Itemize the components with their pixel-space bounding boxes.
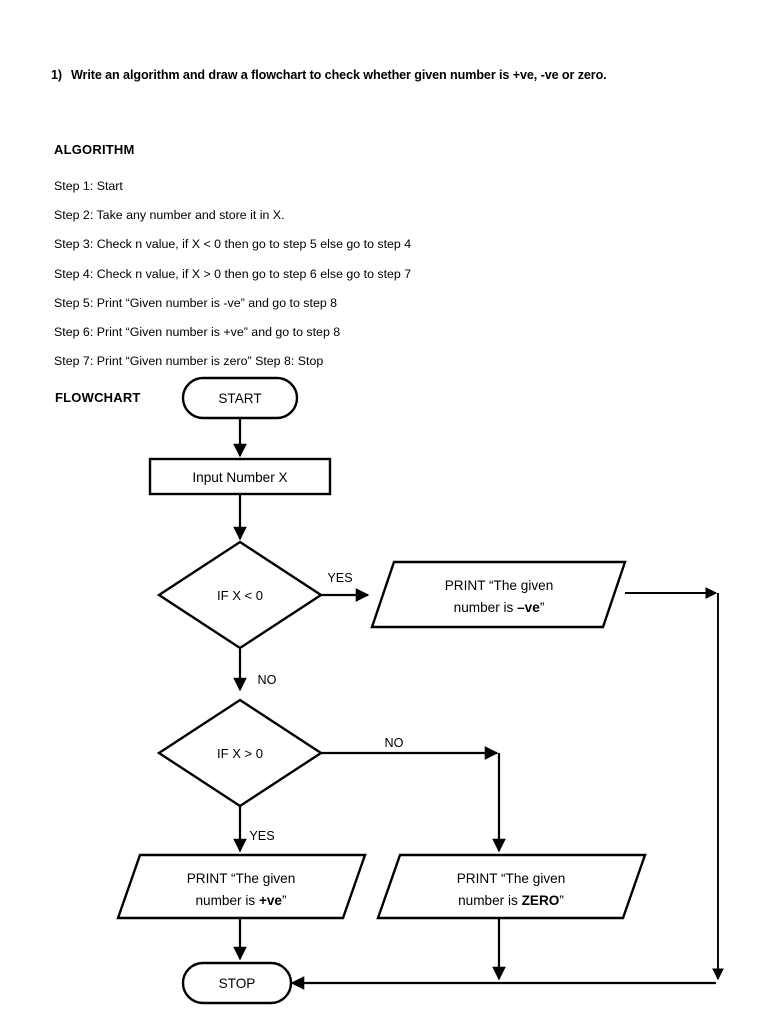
edge-label-no-gt: NO <box>385 736 404 750</box>
node-start-label: START <box>218 391 261 406</box>
edge-label-no-lt: NO <box>258 673 277 687</box>
edge-label-yes-lt: YES <box>327 571 352 585</box>
node-decision-lt-label: IF X < 0 <box>217 588 263 603</box>
algorithm-heading: ALGORITHM <box>54 142 135 157</box>
node-print-positive-line1: PRINT “The given <box>187 871 296 886</box>
edge-label-yes-gt: YES <box>249 829 274 843</box>
node-decision-x-less-than-zero <box>156 540 324 650</box>
node-input-label: Input Number X <box>192 470 287 485</box>
node-decision-x-greater-than-zero <box>156 698 324 808</box>
print-zero-prefix: number is <box>458 893 521 908</box>
node-stop-label: STOP <box>219 976 256 991</box>
algorithm-step: Step 3: Check n value, if X < 0 then go … <box>54 237 412 252</box>
node-print-positive <box>116 853 367 920</box>
print-negative-emphasis: –ve <box>517 600 540 615</box>
node-print-negative <box>370 560 627 629</box>
print-negative-prefix: number is <box>454 600 517 615</box>
node-stop <box>181 961 293 1005</box>
print-zero-suffix: ” <box>559 893 564 908</box>
algorithm-step: Step 6: Print “Given number is +ve” and … <box>54 325 341 340</box>
algorithm-steps-list: Step 1: Start Step 2: Take any number an… <box>54 172 674 376</box>
question-text: Write an algorithm and draw a flowchart … <box>71 68 607 82</box>
node-print-zero-line2: number is ZERO” <box>458 893 564 908</box>
algorithm-step: Step 2: Take any number and store it in … <box>54 208 285 223</box>
node-print-zero-line1: PRINT “The given <box>457 871 566 886</box>
print-positive-suffix: ” <box>282 893 287 908</box>
node-input <box>148 457 332 496</box>
print-negative-suffix: ” <box>540 600 545 615</box>
algorithm-step: Step 1: Start <box>54 179 123 193</box>
algorithm-step: Step 7: Print “Given number is zero” Ste… <box>54 354 324 369</box>
print-positive-emphasis: +ve <box>259 893 282 908</box>
print-zero-emphasis: ZERO <box>522 893 560 908</box>
node-start <box>181 376 299 420</box>
question-block: 1) Write an algorithm and draw a flowcha… <box>51 66 711 86</box>
node-print-negative-line1: PRINT “The given <box>445 578 554 593</box>
node-print-negative-line2: number is –ve” <box>454 600 545 615</box>
algorithm-step: Step 5: Print “Given number is -ve” and … <box>54 295 338 310</box>
print-positive-prefix: number is <box>195 893 258 908</box>
question-number: 1) <box>51 68 62 82</box>
algorithm-step: Step 4: Check n value, if X > 0 then go … <box>54 266 412 281</box>
flowchart-heading: FLOWCHART <box>55 390 141 405</box>
node-print-positive-line2: number is +ve” <box>195 893 287 908</box>
node-decision-gt-label: IF X > 0 <box>217 746 263 761</box>
node-print-zero <box>376 853 647 920</box>
